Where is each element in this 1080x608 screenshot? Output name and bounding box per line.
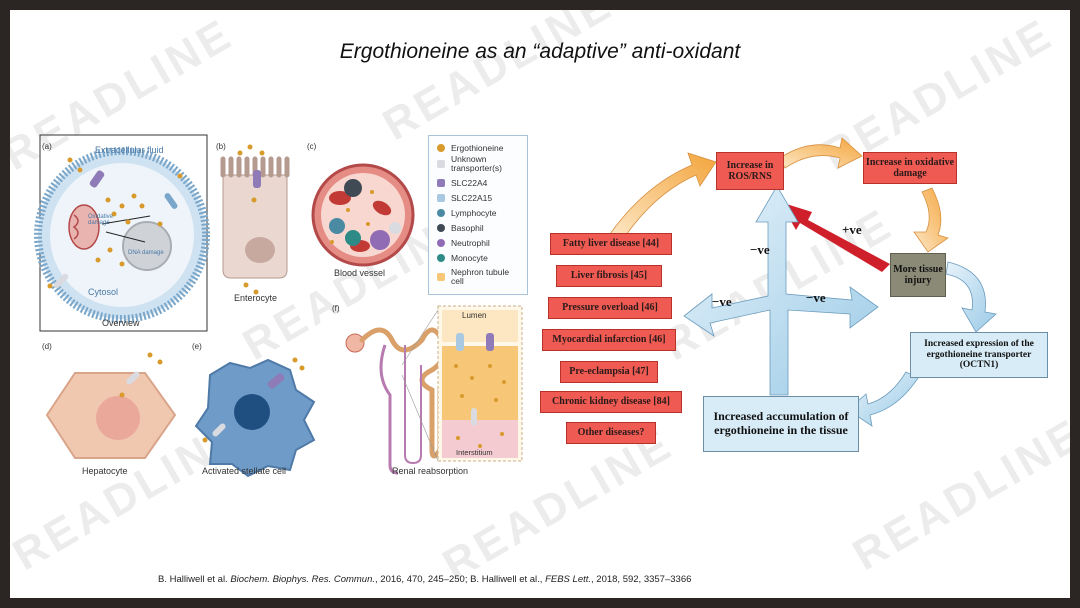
figure-illustrations bbox=[34, 134, 523, 478]
slide-title: Ergothioneine as an “adaptive” anti-oxid… bbox=[339, 40, 741, 63]
box-oxidative-damage: Increase in oxidative damage bbox=[863, 152, 957, 184]
enterocyte-label: Enterocyte bbox=[234, 293, 278, 303]
arrow-injury-to-octn1 bbox=[945, 261, 997, 333]
overview-cell bbox=[34, 134, 210, 332]
stellate-cell bbox=[194, 357, 316, 478]
flow-arrows bbox=[609, 137, 997, 427]
legend-item: Ergothioneine bbox=[437, 143, 503, 153]
legend-item: Monocyte bbox=[437, 253, 488, 263]
overview-label: Overview bbox=[102, 318, 140, 328]
slide: READLINE READLINE READLINE READLINE READ… bbox=[10, 10, 1070, 598]
arrow-ros-to-damage bbox=[779, 137, 863, 169]
legend-item: Basophil bbox=[437, 223, 484, 233]
legend-item: Neutrophil bbox=[437, 238, 490, 248]
disease-item: Other diseases? bbox=[566, 422, 656, 444]
cytosol-label: Cytosol bbox=[88, 287, 119, 297]
nephron-tubule-swatch bbox=[437, 273, 445, 282]
box-accumulation: Increased accumulation of ergothioneine … bbox=[703, 396, 859, 452]
legend-item: SLC22A15 bbox=[437, 193, 492, 203]
slc22a4-swatch bbox=[437, 179, 445, 187]
disease-item: Pressure overload [46] bbox=[548, 297, 672, 319]
disease-item: Fatty liver disease [44] bbox=[550, 233, 672, 255]
panel-a-label: (a) bbox=[42, 142, 52, 151]
arrow-damage-to-injury bbox=[913, 187, 949, 253]
panel-f-label: (f) bbox=[332, 304, 340, 313]
hepatocyte-label: Hepatocyte bbox=[82, 466, 128, 476]
figure-legend: Ergothioneine Unknown transporter(s) SLC… bbox=[428, 135, 528, 295]
disease-item: Chronic kidney disease [84] bbox=[540, 391, 682, 413]
stellate-cell-label: Activated stellate cell bbox=[202, 466, 287, 476]
disease-item: Pre-eclampsia [47] bbox=[560, 361, 658, 383]
extracellular-fluid-label: Extracellular fluid bbox=[95, 145, 164, 155]
blood-vessel bbox=[311, 163, 415, 267]
enterocyte-cell bbox=[220, 144, 290, 295]
disease-item: Liver fibrosis [45] bbox=[556, 265, 662, 287]
sign-negative-up: −ve bbox=[750, 242, 770, 257]
monocyte-swatch bbox=[437, 254, 445, 262]
legend-item: SLC22A4 bbox=[437, 178, 487, 188]
neutrophil-swatch bbox=[437, 239, 445, 247]
arrow-injury-to-ros bbox=[780, 202, 890, 272]
panel-c-label: (c) bbox=[307, 142, 317, 151]
tubule-inset bbox=[401, 305, 523, 462]
hepatocyte-cell bbox=[45, 352, 177, 459]
lumen-label: Lumen bbox=[462, 311, 487, 320]
disease-item: Myocardial infarction [46] bbox=[542, 329, 676, 351]
lymphocyte-swatch bbox=[437, 209, 445, 217]
oxidative-damage-label: Oxidative damage bbox=[88, 214, 114, 226]
panel-d-label: (d) bbox=[42, 342, 52, 351]
dna-damage-label: DNA damage bbox=[128, 250, 164, 256]
ergothioneine-swatch bbox=[437, 144, 445, 152]
unknown-transporter-swatch bbox=[437, 160, 445, 169]
box-ros-rns: Increase in ROS/RNS bbox=[716, 152, 784, 190]
reference-citation: B. Halliwell et al. Biochem. Biophys. Re… bbox=[158, 574, 692, 585]
legend-item: Nephron tubule cell bbox=[437, 267, 511, 287]
blood-vessel-label: Blood vessel bbox=[334, 268, 386, 278]
renal-reabsorption-label: Renal reabsorption bbox=[392, 466, 469, 476]
sign-negative-left: −ve bbox=[712, 294, 732, 309]
box-tissue-injury: More tissue injury bbox=[890, 253, 946, 297]
slc22a15-swatch bbox=[437, 194, 445, 202]
interstitium-label: Interstitium bbox=[456, 448, 493, 457]
panel-e-label: (e) bbox=[192, 342, 202, 351]
box-octn1: Increased expression of the ergothionein… bbox=[910, 332, 1048, 378]
legend-item: Lymphocyte bbox=[437, 208, 497, 218]
basophil-swatch bbox=[437, 224, 445, 232]
sign-negative-right: −ve bbox=[806, 290, 826, 305]
sign-positive: +ve bbox=[842, 222, 862, 237]
arrow-diseases-to-ros bbox=[609, 152, 717, 239]
panel-b-label: (b) bbox=[216, 142, 226, 151]
arrow-accumulation-inhibition bbox=[683, 185, 879, 396]
legend-item: Unknown transporter(s) bbox=[437, 154, 521, 174]
